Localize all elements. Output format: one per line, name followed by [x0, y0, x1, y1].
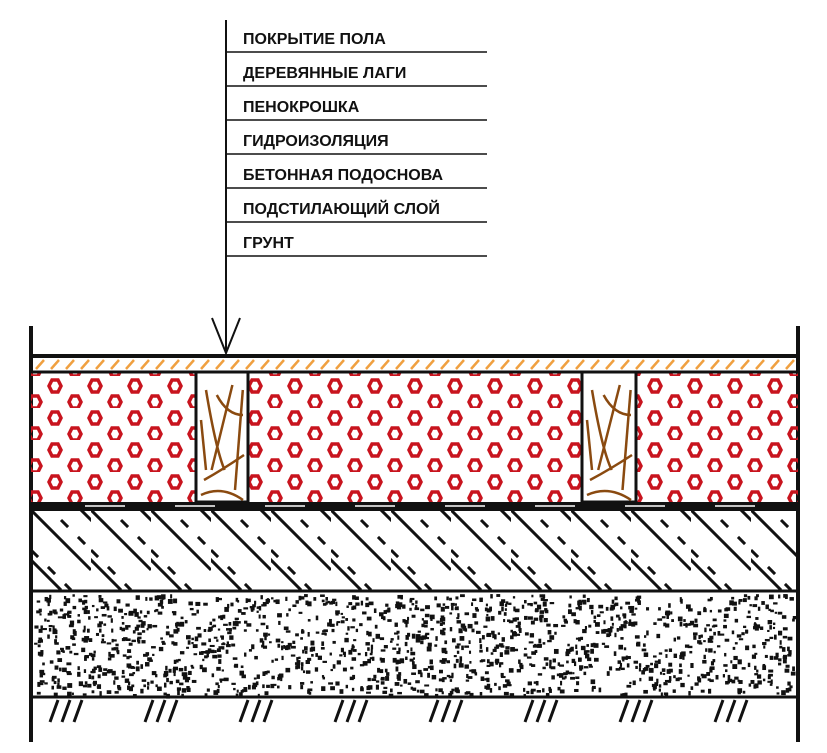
soil-hatch — [713, 699, 725, 723]
soil-hatch — [440, 699, 452, 723]
soil-hatch — [642, 699, 654, 723]
floor-covering-layer — [35, 359, 795, 370]
layer-label: ПОДСТИЛАЮЩИЙ СЛОЙ — [243, 199, 440, 218]
soil-hatch — [155, 699, 167, 723]
soil-hatch — [725, 699, 737, 723]
soil-hatch — [523, 699, 535, 723]
soil-hatch — [333, 699, 345, 723]
underlay-gravel-layer — [34, 594, 796, 699]
soil-hatch — [357, 699, 369, 723]
foam-crumb-layer — [31, 372, 798, 502]
soil-hatch — [262, 699, 274, 723]
soil-hatch — [143, 699, 155, 723]
soil-hatch — [737, 699, 749, 723]
soil-hatch — [60, 699, 72, 723]
wooden-joists — [194, 370, 638, 504]
layer-label: ДЕРЕВЯННЫЕ ЛАГИ — [243, 65, 406, 82]
concrete-base-layer — [31, 511, 798, 591]
layer-labels: ПОКРЫТИЕ ПОЛА ДЕРЕВЯННЫЕ ЛАГИ ПЕНОКРОШКА ГИ… — [226, 31, 487, 257]
soil-hatch — [618, 699, 630, 723]
layer-label: ПОКРЫТИЕ ПОЛА — [243, 31, 386, 48]
soil-hatch — [238, 699, 250, 723]
layer-label: ГРУНТ — [243, 235, 294, 252]
soil-hatch — [167, 699, 179, 723]
soil-hatch — [345, 699, 357, 723]
arrow-head-icon — [211, 317, 241, 356]
layer-label: ГИДРОИЗОЛЯЦИЯ — [243, 133, 389, 150]
soil-hatch — [72, 699, 84, 723]
layer-label: ПЕНОКРОШКА — [243, 99, 360, 116]
layer-label: БЕТОННАЯ ПОДОСНОВА — [243, 167, 443, 184]
soil-hatch — [630, 699, 642, 723]
soil-hatch — [250, 699, 262, 723]
soil-hatch — [452, 699, 464, 723]
soil-layer — [48, 699, 749, 723]
waterproofing-layer — [31, 502, 798, 511]
soil-hatch — [48, 699, 60, 723]
soil-hatch — [535, 699, 547, 723]
soil-hatch — [547, 699, 559, 723]
soil-hatch — [428, 699, 440, 723]
